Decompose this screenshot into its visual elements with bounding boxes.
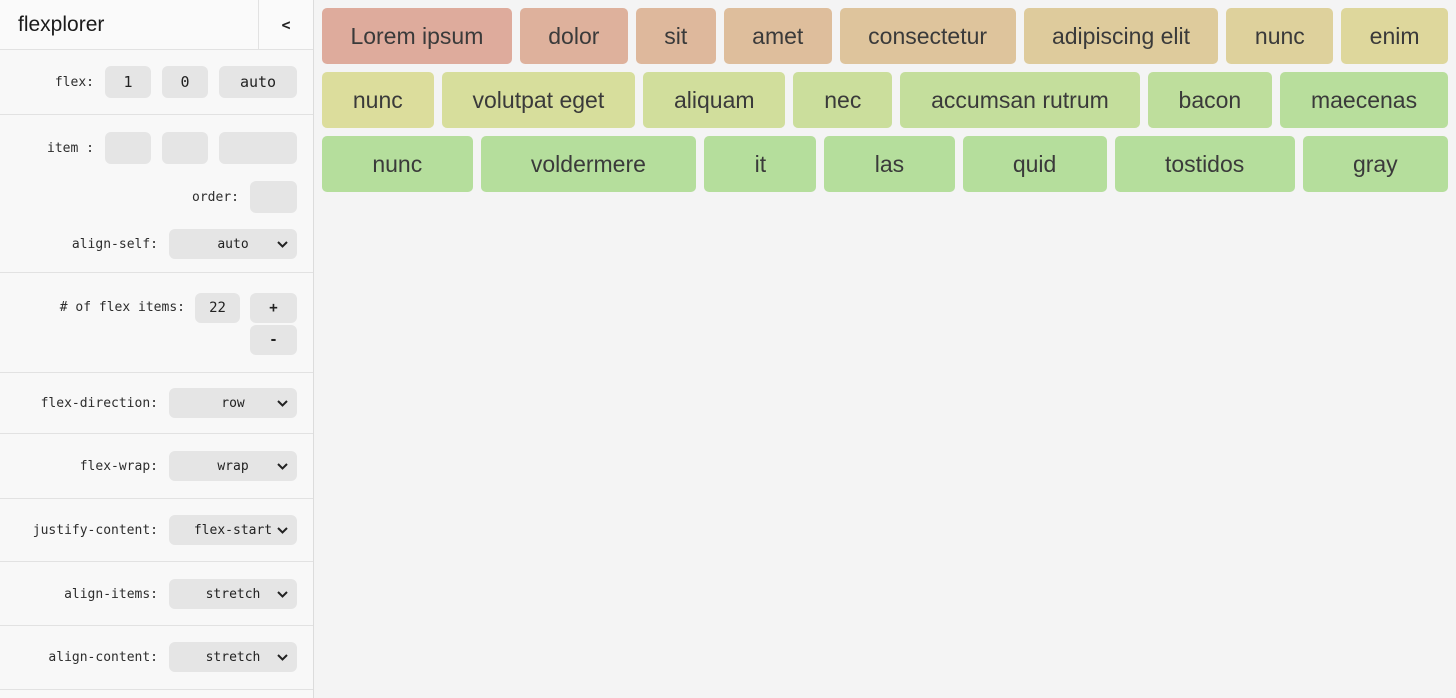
flex-item[interactable]: nunc <box>322 136 473 192</box>
flex-wrap-section: flex-wrap: wrap <box>0 434 313 499</box>
flex-item[interactable]: voldermere <box>480 136 697 192</box>
chevron-down-icon <box>277 527 288 534</box>
flex-items-count-label: # of flex items: <box>59 300 185 315</box>
align-self-label: align-self: <box>71 236 158 252</box>
flex-wrap-label: flex-wrap: <box>79 458 158 474</box>
order-input[interactable] <box>250 181 297 213</box>
flex-item[interactable]: gray <box>1302 136 1449 192</box>
flex-wrap-value: wrap <box>217 458 249 474</box>
align-self-select[interactable]: auto <box>169 229 297 259</box>
sidebar-header: flexplorer < <box>0 0 313 50</box>
flex-item[interactable]: nunc <box>322 72 434 128</box>
app-title: flexplorer <box>18 12 105 36</box>
chevron-left-icon: < <box>281 15 291 34</box>
justify-content-section: justify-content: flex-start <box>0 499 313 562</box>
align-items-value: stretch <box>205 586 261 602</box>
align-items-select[interactable]: stretch <box>169 579 297 609</box>
flex-direction-section: flex-direction: row <box>0 373 313 434</box>
flex-item[interactable]: nec <box>793 72 893 128</box>
flex-item[interactable]: tostidos <box>1114 136 1295 192</box>
align-content-section: align-content: stretch <box>0 626 313 690</box>
flex-wrap-select[interactable]: wrap <box>169 451 297 481</box>
align-self-value: auto <box>217 236 249 252</box>
justify-content-select[interactable]: flex-start <box>169 515 297 545</box>
flex-item[interactable]: nunc <box>1226 8 1334 64</box>
flex-item[interactable]: accumsan rutrum <box>900 72 1140 128</box>
chevron-down-icon <box>277 654 288 661</box>
flex-item[interactable]: maecenas <box>1280 72 1448 128</box>
flex-item[interactable]: quid <box>962 136 1107 192</box>
flex-shorthand-section: flex: <box>0 50 313 115</box>
increment-items-button[interactable]: + <box>250 293 297 323</box>
flex-grow-input[interactable] <box>105 66 151 98</box>
flex-item[interactable]: amet <box>723 8 832 64</box>
align-items-section: align-items: stretch <box>0 562 313 626</box>
align-content-select[interactable]: stretch <box>169 642 297 672</box>
order-label: order: <box>192 189 239 205</box>
item-basis-input[interactable] <box>219 132 297 164</box>
flex-item[interactable]: adipiscing elit <box>1023 8 1219 64</box>
flex-item[interactable]: Lorem ipsum <box>322 8 512 64</box>
sidebar: flexplorer < flex: item : order: align-s… <box>0 0 314 698</box>
count-stepper: + - <box>250 293 297 355</box>
item-count-section: # of flex items: + - <box>0 273 313 373</box>
chevron-down-icon <box>277 241 288 248</box>
item-label: item : <box>47 140 94 156</box>
align-content-label: align-content: <box>48 649 158 665</box>
item-grow-input[interactable] <box>105 132 151 164</box>
flex-direction-value: row <box>221 395 245 411</box>
flex-items-count-input[interactable] <box>195 293 240 323</box>
flex-shrink-input[interactable] <box>162 66 208 98</box>
flex-item[interactable]: dolor <box>519 8 628 64</box>
chevron-down-icon <box>277 463 288 470</box>
decrement-items-button[interactable]: - <box>250 325 297 355</box>
flex-item[interactable]: enim <box>1341 8 1448 64</box>
align-items-label: align-items: <box>64 586 158 602</box>
chevron-down-icon <box>277 400 288 407</box>
justify-content-label: justify-content: <box>32 522 158 538</box>
item-shrink-input[interactable] <box>162 132 208 164</box>
flex-item[interactable]: aliquam <box>643 72 786 128</box>
flex-label: flex: <box>54 74 94 90</box>
flex-item[interactable]: consectetur <box>839 8 1016 64</box>
justify-content-value: flex-start <box>193 522 273 538</box>
flex-direction-select[interactable]: row <box>169 388 297 418</box>
flex-direction-label: flex-direction: <box>40 395 158 411</box>
flex-item[interactable]: it <box>704 136 817 192</box>
flex-item[interactable]: volutpat eget <box>441 72 636 128</box>
align-content-value: stretch <box>205 649 261 665</box>
item-settings-section: item : order: align-self: auto <box>0 115 313 273</box>
flex-item[interactable]: bacon <box>1147 72 1273 128</box>
flex-basis-input[interactable] <box>219 66 297 98</box>
chevron-down-icon <box>277 591 288 598</box>
flex-item[interactable]: sit <box>635 8 716 64</box>
collapse-sidebar-button[interactable]: < <box>258 0 313 49</box>
flex-item[interactable]: las <box>824 136 955 192</box>
